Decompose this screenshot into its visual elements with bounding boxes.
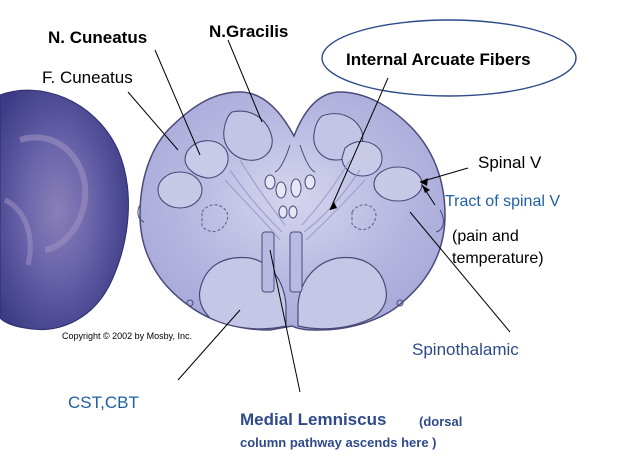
label-dorsal: (dorsal bbox=[419, 414, 463, 429]
label-medial-lemniscus: Medial Lemniscus bbox=[240, 410, 387, 429]
spinal-v-right bbox=[373, 166, 423, 202]
leader-lines bbox=[127, 39, 511, 393]
ml-left bbox=[261, 231, 275, 293]
label-pain-and: (pain and bbox=[452, 228, 519, 245]
copyright-text: Copyright © 2002 by Mosby, Inc. bbox=[62, 331, 193, 341]
cuneatus-right bbox=[341, 140, 383, 177]
label-column-pathway: column pathway ascends here ) bbox=[240, 435, 437, 450]
spinal-v-left bbox=[157, 171, 203, 209]
gracilis-left bbox=[223, 110, 273, 161]
label-spinal-v: Spinal V bbox=[478, 153, 542, 172]
label-cst-cbt: CST,CBT bbox=[68, 393, 139, 412]
pyramid-right bbox=[297, 256, 387, 330]
label-temperature: temperature) bbox=[452, 250, 544, 267]
label-n-gracilis: N.Gracilis bbox=[209, 22, 289, 41]
arcuate-callout-ellipse bbox=[321, 19, 577, 97]
label-internal-arcuate-fibers: Internal Arcuate Fibers bbox=[346, 50, 531, 69]
side-specimen bbox=[0, 89, 129, 330]
central-canal-area bbox=[264, 174, 316, 219]
label-tract-of-spinal-v: Tract of spinal V bbox=[445, 193, 561, 210]
ml-right bbox=[289, 231, 303, 293]
label-spinothalamic: Spinothalamic bbox=[412, 340, 519, 359]
label-f-cuneatus: F. Cuneatus bbox=[42, 68, 133, 87]
cuneatus-left bbox=[184, 140, 229, 179]
label-n-cuneatus: N. Cuneatus bbox=[48, 28, 148, 47]
